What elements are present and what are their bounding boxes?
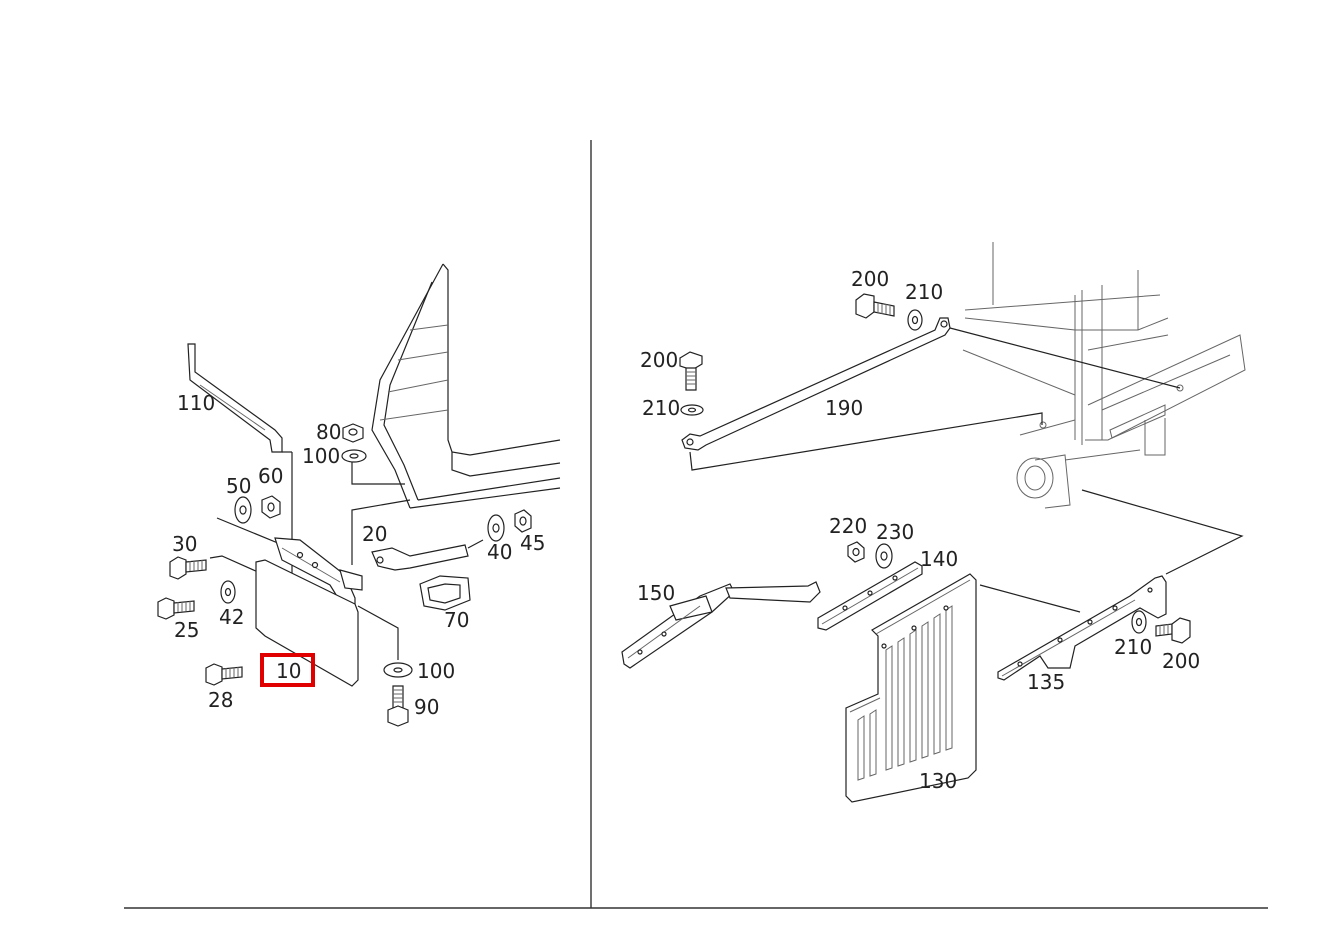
callout-110[interactable]: 110 xyxy=(177,391,215,415)
flap-ribs xyxy=(857,605,953,781)
callout-200-left[interactable]: 200 xyxy=(640,348,678,372)
bolt-200-top[interactable] xyxy=(855,293,895,319)
bolt-25[interactable] xyxy=(157,597,195,620)
washer-42[interactable] xyxy=(220,580,236,604)
callout-100-bottom[interactable]: 100 xyxy=(417,659,455,683)
nut-60[interactable] xyxy=(261,495,281,519)
vehicle-body-sketch xyxy=(371,263,561,509)
washer-210-left[interactable] xyxy=(680,404,704,416)
callout-10[interactable]: 10 xyxy=(276,659,301,683)
strut-190[interactable] xyxy=(681,317,1181,471)
bolt-200-left[interactable] xyxy=(679,351,703,391)
strip-140[interactable] xyxy=(817,561,923,631)
callout-28[interactable]: 28 xyxy=(208,688,233,712)
callout-45[interactable]: 45 xyxy=(520,531,545,555)
nut-45[interactable] xyxy=(514,509,532,533)
washer-210-top[interactable] xyxy=(907,309,923,331)
left-panel: 110 80 100 50 60 20 40 45 30 42 70 25 28… xyxy=(157,263,561,727)
callout-40[interactable]: 40 xyxy=(487,540,512,564)
callout-90[interactable]: 90 xyxy=(414,695,439,719)
bolt-200-right[interactable] xyxy=(1155,617,1191,644)
bolt-28[interactable] xyxy=(205,663,243,686)
bracket-135[interactable] xyxy=(979,489,1244,681)
callout-150[interactable]: 150 xyxy=(637,581,675,605)
callout-50[interactable]: 50 xyxy=(226,474,251,498)
callout-210-top[interactable]: 210 xyxy=(905,280,943,304)
washer-210-right[interactable] xyxy=(1131,610,1147,634)
callout-100-top[interactable]: 100 xyxy=(302,444,340,468)
clamp-70[interactable] xyxy=(419,575,471,611)
mud-flap-10[interactable] xyxy=(255,559,359,687)
mud-flap-130[interactable] xyxy=(845,573,977,803)
callout-20[interactable]: 20 xyxy=(362,522,387,546)
right-panel: 200 210 200 210 190 220 230 140 150 130 … xyxy=(621,242,1246,803)
callout-135[interactable]: 135 xyxy=(1027,670,1065,694)
mudflap-bracket[interactable] xyxy=(274,499,411,609)
bolt-30[interactable] xyxy=(169,555,259,580)
bolt-90[interactable] xyxy=(387,685,409,727)
washer-230[interactable] xyxy=(875,543,893,569)
nut-220[interactable] xyxy=(847,541,865,563)
washer-50[interactable] xyxy=(234,496,252,524)
callout-30[interactable]: 30 xyxy=(172,532,197,556)
washer-100-top[interactable] xyxy=(341,449,367,463)
callout-60[interactable]: 60 xyxy=(258,464,283,488)
callout-200-top[interactable]: 200 xyxy=(851,267,889,291)
callout-210-left[interactable]: 210 xyxy=(642,396,680,420)
callout-10-highlight xyxy=(260,653,315,687)
callout-25[interactable]: 25 xyxy=(174,618,199,642)
callout-70[interactable]: 70 xyxy=(444,608,469,632)
callout-230[interactable]: 230 xyxy=(876,520,914,544)
bracket-20[interactable] xyxy=(371,539,484,571)
callout-80[interactable]: 80 xyxy=(316,420,341,444)
washer-100-bottom[interactable] xyxy=(383,662,413,678)
bracket-110[interactable] xyxy=(187,343,293,580)
nut-80[interactable] xyxy=(342,423,364,443)
callout-200-right[interactable]: 200 xyxy=(1162,649,1200,673)
callout-130[interactable]: 130 xyxy=(919,769,957,793)
bracket-150[interactable] xyxy=(621,581,821,669)
callout-220[interactable]: 220 xyxy=(829,514,867,538)
washer-40[interactable] xyxy=(487,514,505,542)
callout-42[interactable]: 42 xyxy=(219,605,244,629)
callout-140[interactable]: 140 xyxy=(920,547,958,571)
callout-210-right[interactable]: 210 xyxy=(1114,635,1152,659)
vehicle-rear-sketch xyxy=(962,242,1246,509)
callout-190[interactable]: 190 xyxy=(825,396,863,420)
